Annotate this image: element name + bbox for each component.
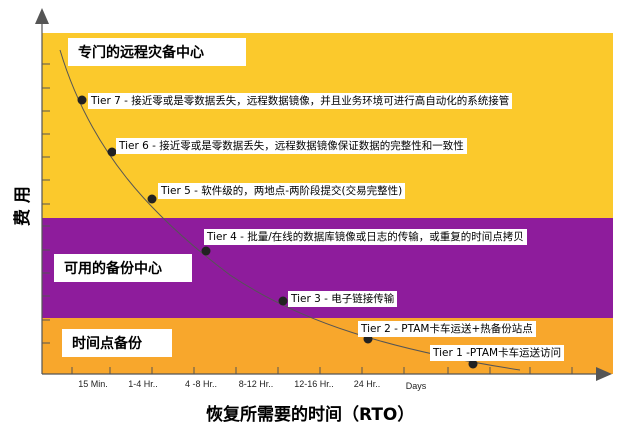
x-tick-label: 15 Min. [78, 379, 108, 389]
tier-7-marker [77, 95, 87, 105]
y-axis-ticks [42, 63, 50, 344]
zone-label-available-backup-center: 可用的备份中心 [54, 254, 192, 282]
tier-6-label: Tier 6 - 接近零或是零数据丢失，远程数据镜像保证数据的完整性和一致性 [116, 138, 467, 154]
tier-7-label: Tier 7 - 接近零或是零数据丢失，远程数据镜像，并且业务环境可进行高自动化… [88, 93, 513, 109]
x-tick-label: 4 -8 Hr.. [184, 379, 218, 389]
tier-6-marker [107, 147, 117, 157]
zone-label-point-in-time-backup: 时间点备份 [62, 329, 172, 357]
x-tick-label: 1-4 Hr.. [128, 379, 158, 389]
tier-4-label: Tier 4 - 批量/在线的数据库镜像或日志的传输，或重复的时间点拷贝 [204, 229, 527, 245]
tier-5-marker [147, 194, 157, 204]
x-axis-title: 恢复所需要的时间（RTO） [206, 405, 415, 425]
x-axis-arrow-icon [596, 367, 612, 381]
tier-3-label: Tier 3 - 电子链接传输 [288, 291, 398, 307]
x-tick-label: 12-16 Hr.. [294, 379, 334, 389]
tier-1-marker [468, 359, 478, 369]
zone-label-dedicated-remote-center: 专门的远程灾备中心 [68, 38, 246, 66]
x-tick-label: 24 Hr.. [353, 379, 381, 389]
y-axis-arrow-icon [35, 8, 49, 24]
x-tick-label: Days [405, 381, 427, 391]
x-tick-label: 8-12 Hr.. [238, 379, 274, 389]
tier-3-marker [278, 296, 288, 306]
x-axis-ticks [71, 367, 573, 374]
tier-5-label: Tier 5 - 软件级的，两地点-两阶段提交(交易完整性) [158, 183, 406, 199]
y-axis-title: 费 用 [13, 186, 33, 226]
cost-curve [59, 49, 521, 371]
tier-4-marker [201, 246, 211, 256]
tier-2-label: Tier 2 - PTAM卡车运送+热备份站点 [358, 321, 536, 337]
tier-1-label: Tier 1 -PTAM卡车运送访问 [430, 345, 565, 361]
